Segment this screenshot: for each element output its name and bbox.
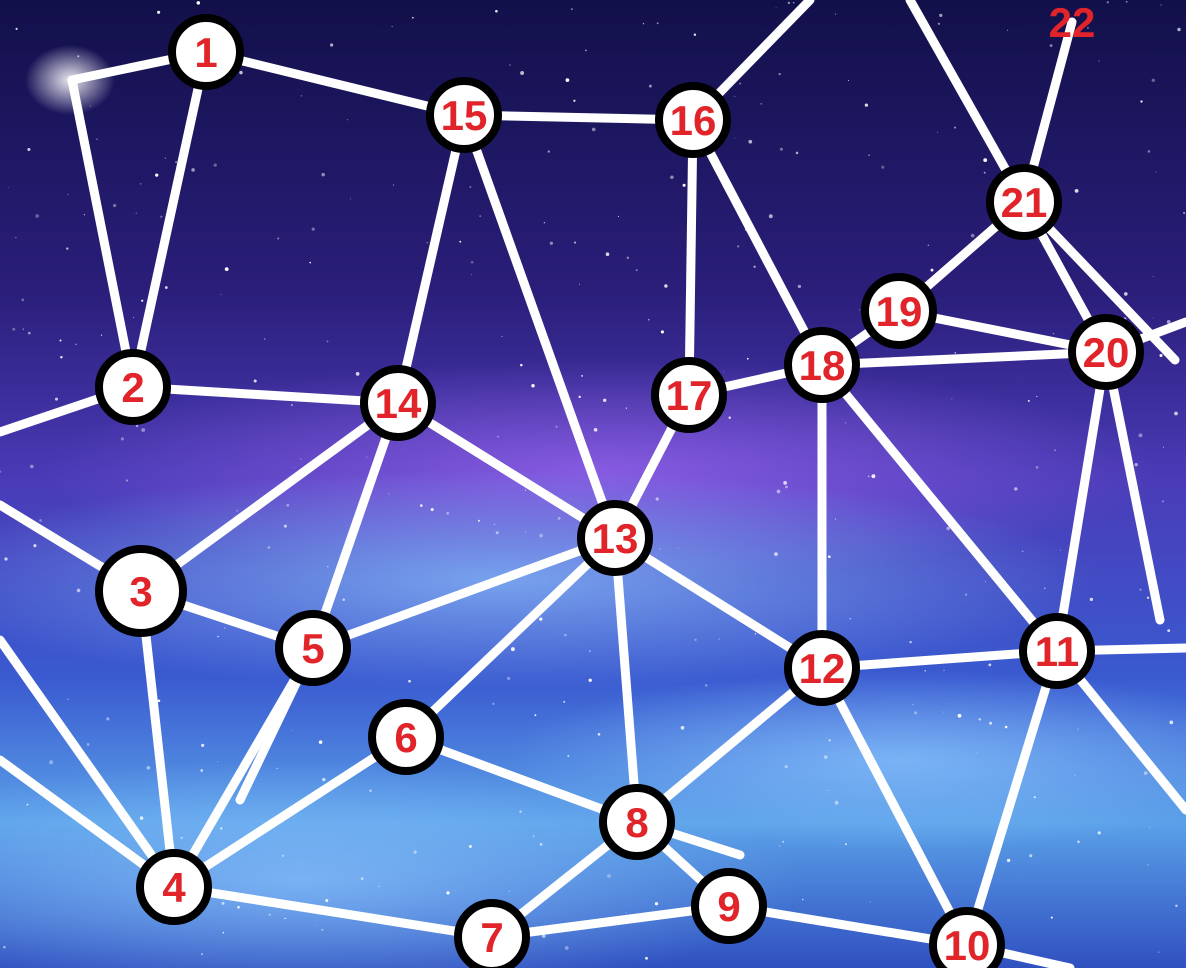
- node-12[interactable]: 12: [788, 634, 856, 702]
- edge-7-4: [174, 887, 492, 937]
- edge-offboard: [72, 80, 133, 387]
- edge-16-18: [693, 120, 822, 365]
- node-8[interactable]: 8: [603, 788, 671, 856]
- node-4[interactable]: 4: [140, 853, 208, 921]
- node-label: 5: [301, 625, 324, 672]
- edge-14-15: [398, 115, 464, 403]
- node-label: 8: [625, 799, 648, 846]
- edge-15-13: [464, 115, 615, 538]
- node-18[interactable]: 18: [788, 331, 856, 399]
- edge-5-13: [313, 538, 615, 648]
- edge-14-3: [141, 403, 398, 591]
- edge-12-10: [822, 668, 967, 945]
- node-13[interactable]: 13: [581, 504, 649, 572]
- node-label: 9: [717, 883, 740, 930]
- node-19[interactable]: 19: [865, 277, 933, 345]
- node-label: 6: [394, 714, 417, 761]
- edge-13-6: [406, 538, 615, 737]
- node-2[interactable]: 2: [99, 353, 167, 421]
- edge-13-8: [615, 538, 637, 822]
- node-label: 16: [670, 97, 717, 144]
- node-label: 13: [592, 515, 639, 562]
- edge-18-20: [822, 352, 1106, 365]
- node-5[interactable]: 5: [279, 614, 347, 682]
- node-label: 22: [1049, 0, 1096, 46]
- node-label: 2: [121, 364, 144, 411]
- node-label: 1: [194, 29, 217, 76]
- node-9[interactable]: 9: [695, 872, 763, 940]
- edge-6-4: [174, 737, 406, 887]
- node-16[interactable]: 16: [659, 86, 727, 154]
- node-label: 7: [480, 914, 503, 961]
- node-1[interactable]: 1: [172, 18, 240, 86]
- node-label: 18: [799, 342, 846, 389]
- node-label: 11: [1035, 628, 1079, 675]
- node-label: 19: [876, 288, 923, 335]
- node-label: 12: [799, 645, 846, 692]
- edge-11-20: [1057, 352, 1106, 651]
- node-6[interactable]: 6: [372, 703, 440, 771]
- node-label: 17: [666, 372, 713, 419]
- node-label: 15: [441, 92, 488, 139]
- edge-1-15: [206, 52, 464, 115]
- edge-offboard: [1106, 352, 1160, 620]
- node-3[interactable]: 3: [99, 549, 183, 633]
- edge-11-10: [967, 651, 1057, 945]
- node-group: 12345678910111213141516171819202122: [99, 0, 1140, 968]
- node-22[interactable]: 22: [1049, 0, 1096, 46]
- node-11[interactable]: 11: [1023, 617, 1091, 685]
- node-10[interactable]: 10: [933, 911, 1001, 968]
- node-label: 21: [1001, 179, 1048, 226]
- node-label: 4: [162, 864, 186, 911]
- edge-16-17: [689, 120, 693, 395]
- edge-11-18: [822, 365, 1057, 651]
- node-label: 14: [375, 380, 422, 427]
- node-20[interactable]: 20: [1072, 318, 1140, 386]
- node-7[interactable]: 7: [458, 903, 526, 968]
- node-label: 3: [129, 568, 152, 615]
- node-21[interactable]: 21: [990, 168, 1058, 236]
- edge-1-2: [133, 52, 206, 387]
- edge-14-5: [313, 403, 398, 648]
- node-label: 20: [1083, 329, 1130, 376]
- node-14[interactable]: 14: [364, 369, 432, 437]
- node-17[interactable]: 17: [655, 361, 723, 429]
- edge-2-14: [133, 387, 398, 403]
- node-15[interactable]: 15: [430, 81, 498, 149]
- edge-14-13: [398, 403, 615, 538]
- node-label: 10: [944, 922, 991, 968]
